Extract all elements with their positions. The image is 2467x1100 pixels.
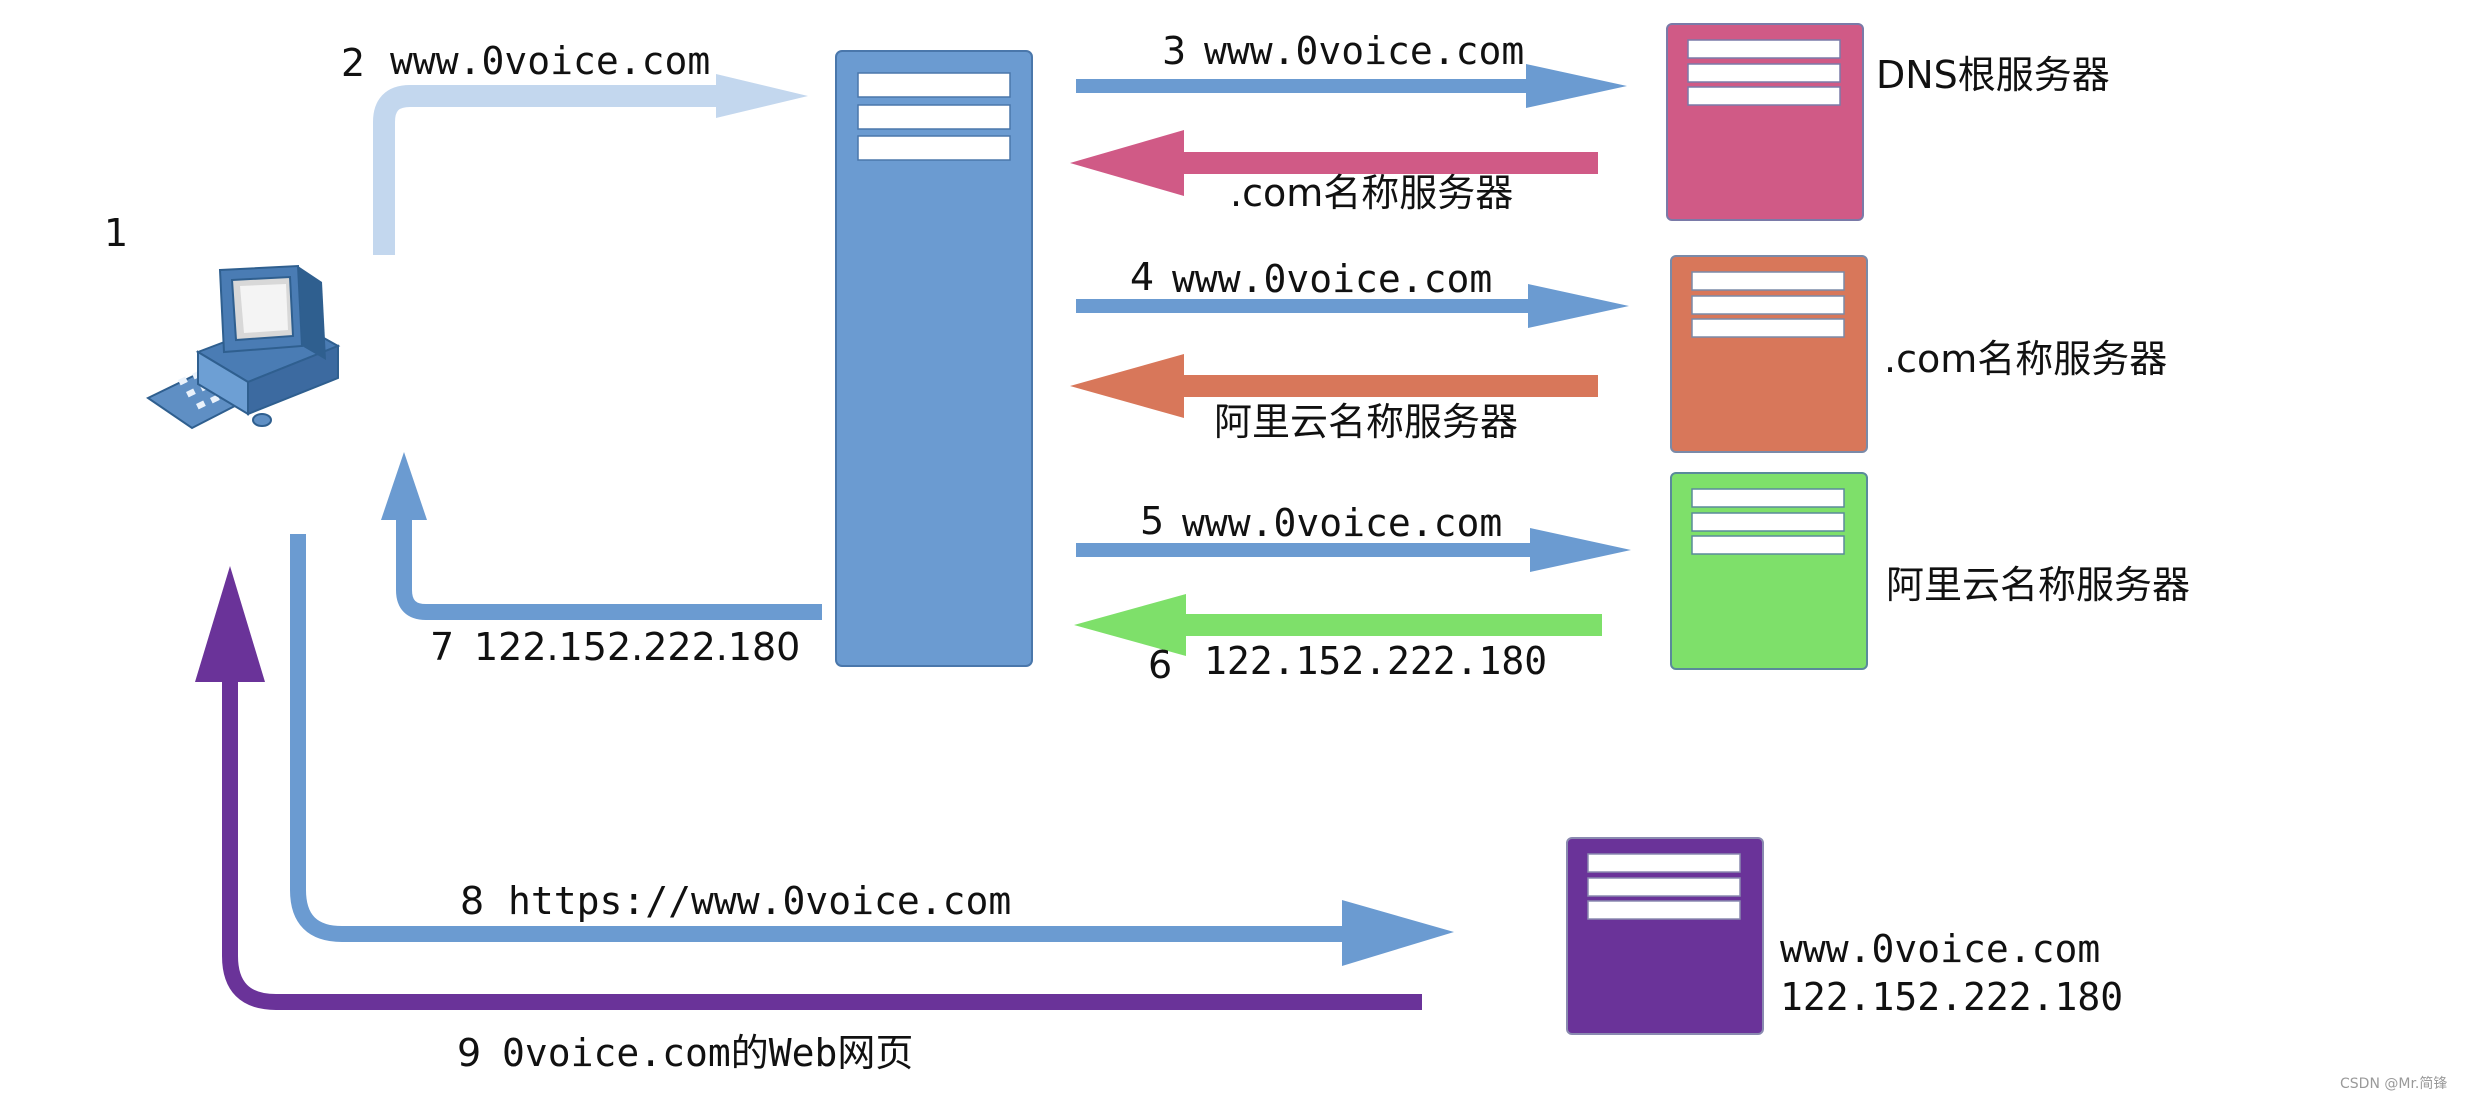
com-server-icon bbox=[1670, 255, 1868, 453]
step-9-text: 0voice.com的Web网页 bbox=[502, 1031, 914, 1075]
server-rack-icon bbox=[835, 50, 1033, 667]
step-8-number: 8 bbox=[460, 879, 485, 923]
step-3-reply-text: .com名称服务器 bbox=[1230, 171, 1514, 215]
arrow-step-4 bbox=[1076, 284, 1629, 328]
web-server-icon bbox=[1566, 837, 1764, 1035]
arrow-step-7 bbox=[381, 452, 822, 620]
step-3-text: www.0voice.com bbox=[1204, 29, 1525, 73]
client-step-label: 1 bbox=[104, 211, 129, 255]
root-server-label: DNS根服务器 bbox=[1876, 53, 2110, 97]
arrow-step-2 bbox=[373, 74, 808, 255]
arrow-step-9 bbox=[195, 566, 1422, 1010]
arrow-step-8 bbox=[290, 534, 1454, 966]
arrow-step-3-reply bbox=[1070, 130, 1598, 196]
step-7-text: 122.152.222.180 bbox=[474, 625, 801, 669]
aliyun-server-label: 阿里云名称服务器 bbox=[1886, 563, 2191, 607]
root-server-icon bbox=[1666, 23, 1864, 221]
step-9-number: 9 bbox=[457, 1031, 482, 1075]
arrow-step-6 bbox=[1074, 594, 1602, 656]
step-4-number: 4 bbox=[1130, 255, 1155, 299]
step-6-number: 6 bbox=[1148, 643, 1173, 687]
step-4-reply-text: 阿里云名称服务器 bbox=[1214, 400, 1519, 444]
watermark: CSDN @Mr.简锋 bbox=[2340, 1076, 2448, 1092]
arrow-step-4-reply bbox=[1070, 354, 1598, 418]
com-server-label: .com名称服务器 bbox=[1884, 337, 2168, 381]
step-2-number: 2 bbox=[341, 41, 366, 85]
step-6-text: 122.152.222.180 bbox=[1204, 639, 1548, 683]
arrow-step-5 bbox=[1076, 528, 1631, 572]
step-3-number: 3 bbox=[1162, 29, 1187, 73]
step-8-text: https://www.0voice.com bbox=[508, 879, 1012, 923]
desktop-computer-icon bbox=[146, 264, 341, 430]
aliyun-server-icon bbox=[1670, 472, 1868, 670]
step-4-text: www.0voice.com bbox=[1172, 257, 1493, 301]
arrow-step-3 bbox=[1076, 64, 1627, 108]
web-server-ip: 122.152.222.180 bbox=[1780, 975, 2124, 1019]
step-5-text: www.0voice.com bbox=[1182, 501, 1503, 545]
step-5-number: 5 bbox=[1140, 499, 1165, 543]
step-7-number: 7 bbox=[430, 625, 455, 669]
step-2-text: www.0voice.com bbox=[390, 39, 711, 83]
web-server-domain: www.0voice.com bbox=[1780, 927, 2101, 971]
